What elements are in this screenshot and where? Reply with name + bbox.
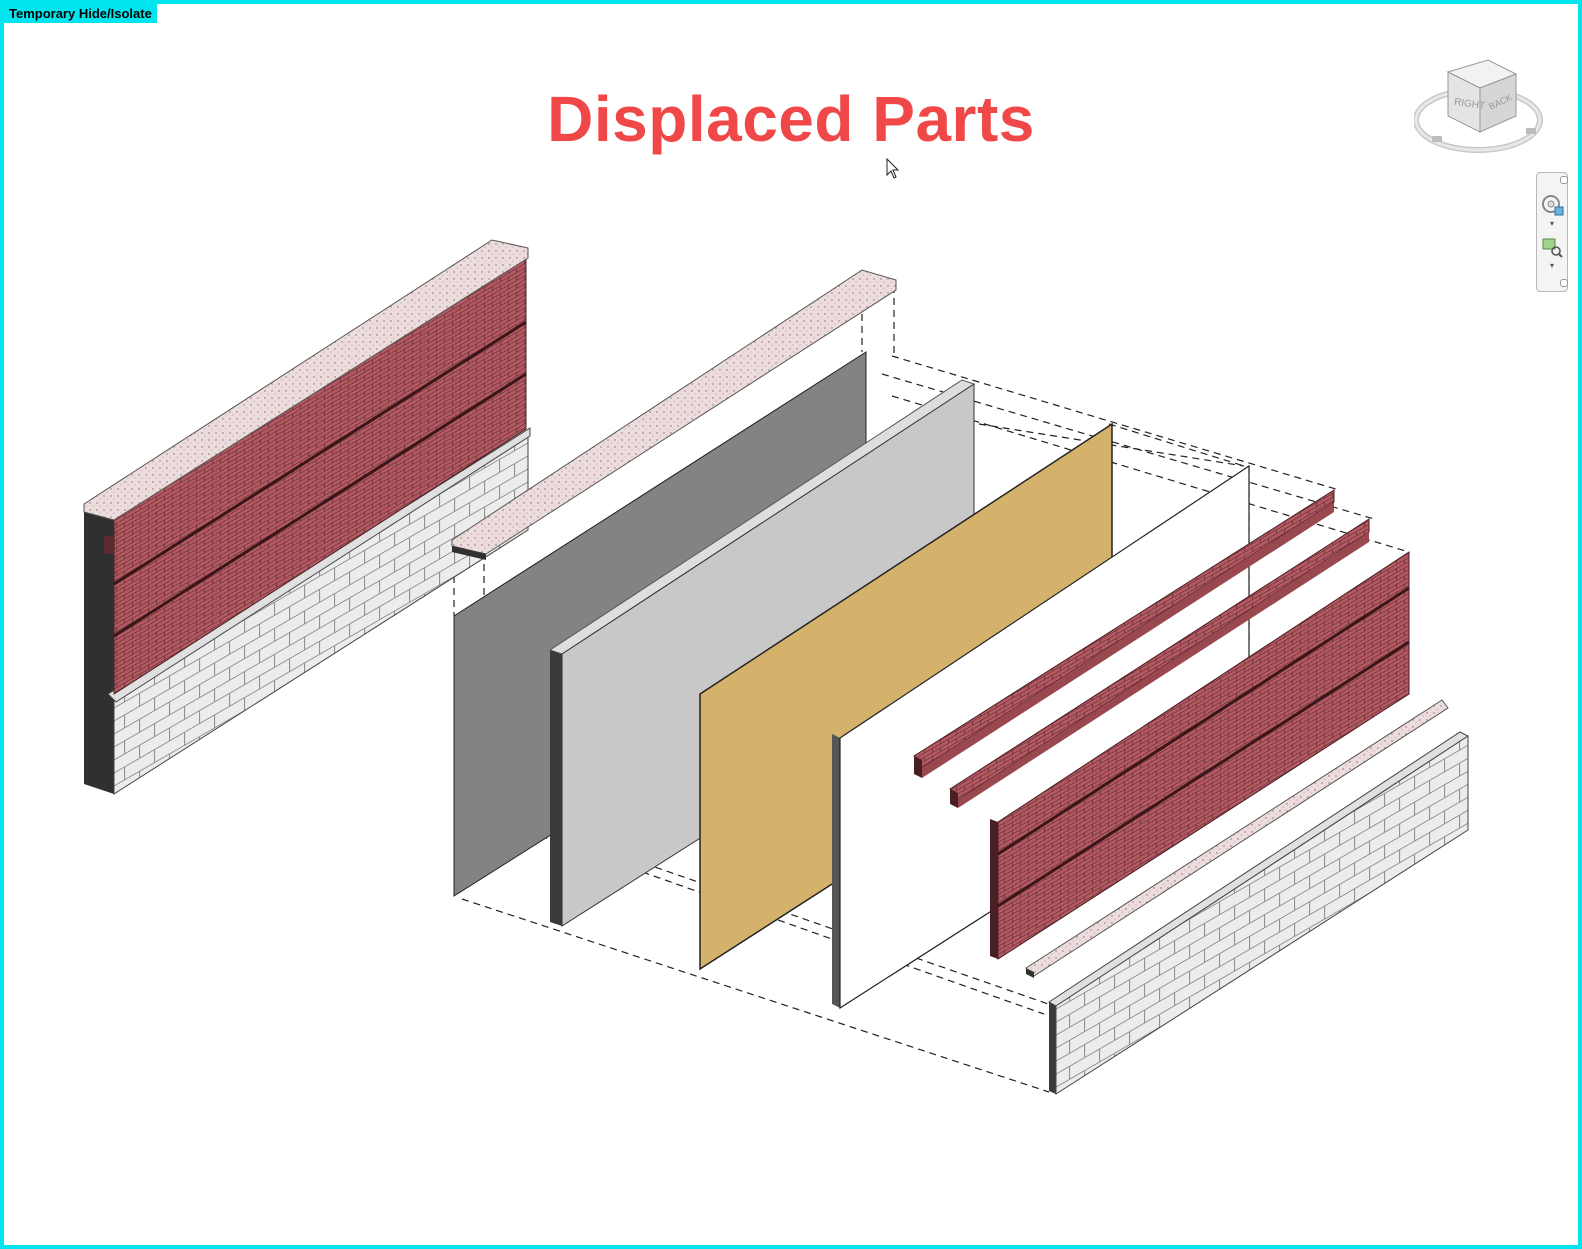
viewcube-compass-marker <box>1526 128 1536 134</box>
navbar-options-icon[interactable] <box>1560 279 1568 287</box>
exploded-cap[interactable] <box>451 269 897 560</box>
mouse-cursor-icon <box>886 158 900 179</box>
exploded-wall-model[interactable] <box>4 4 1578 1245</box>
brick-course-line <box>997 640 1410 908</box>
membrane-edge <box>832 734 840 1008</box>
zoom-region-icon[interactable] <box>1540 235 1564 259</box>
brick-course-line <box>113 320 527 586</box>
brick-veneer[interactable] <box>990 551 1410 960</box>
navbar-close-icon[interactable] <box>1560 176 1568 184</box>
wall-tie <box>104 536 114 554</box>
stone-base-face <box>1055 735 1469 1095</box>
view-title: Displaced Parts <box>547 83 1035 155</box>
stone-base-edge <box>1049 1002 1056 1094</box>
assembled-wall-cap <box>83 239 529 521</box>
zoom-dropdown-icon[interactable]: ▾ <box>1549 261 1554 270</box>
navigation-bar[interactable]: ▾ ▾ <box>1536 172 1568 292</box>
steering-wheel-dropdown-icon[interactable]: ▾ <box>1549 219 1554 228</box>
brick-course-line <box>997 586 1410 856</box>
temporary-hide-isolate-label: Temporary Hide/Isolate <box>4 4 157 23</box>
brick-strip-lower[interactable] <box>949 518 1370 808</box>
stone-base[interactable] <box>1048 731 1470 1095</box>
brick-course-line <box>113 372 527 638</box>
sill-flashing[interactable] <box>1025 699 1449 978</box>
viewcube-right-face[interactable]: RIGHT <box>1453 97 1485 112</box>
steering-wheel-icon[interactable] <box>1540 193 1564 217</box>
assembled-wall[interactable] <box>83 239 531 795</box>
cap-end <box>452 546 486 560</box>
viewcube-compass-marker <box>1432 136 1442 142</box>
assembled-wall-side <box>84 510 114 794</box>
light-panel-edge <box>550 650 562 926</box>
veneer-edge <box>990 819 998 959</box>
viewcube-icon[interactable]: RIGHT BACK <box>1414 54 1554 164</box>
brick-strip-upper[interactable] <box>913 489 1335 778</box>
